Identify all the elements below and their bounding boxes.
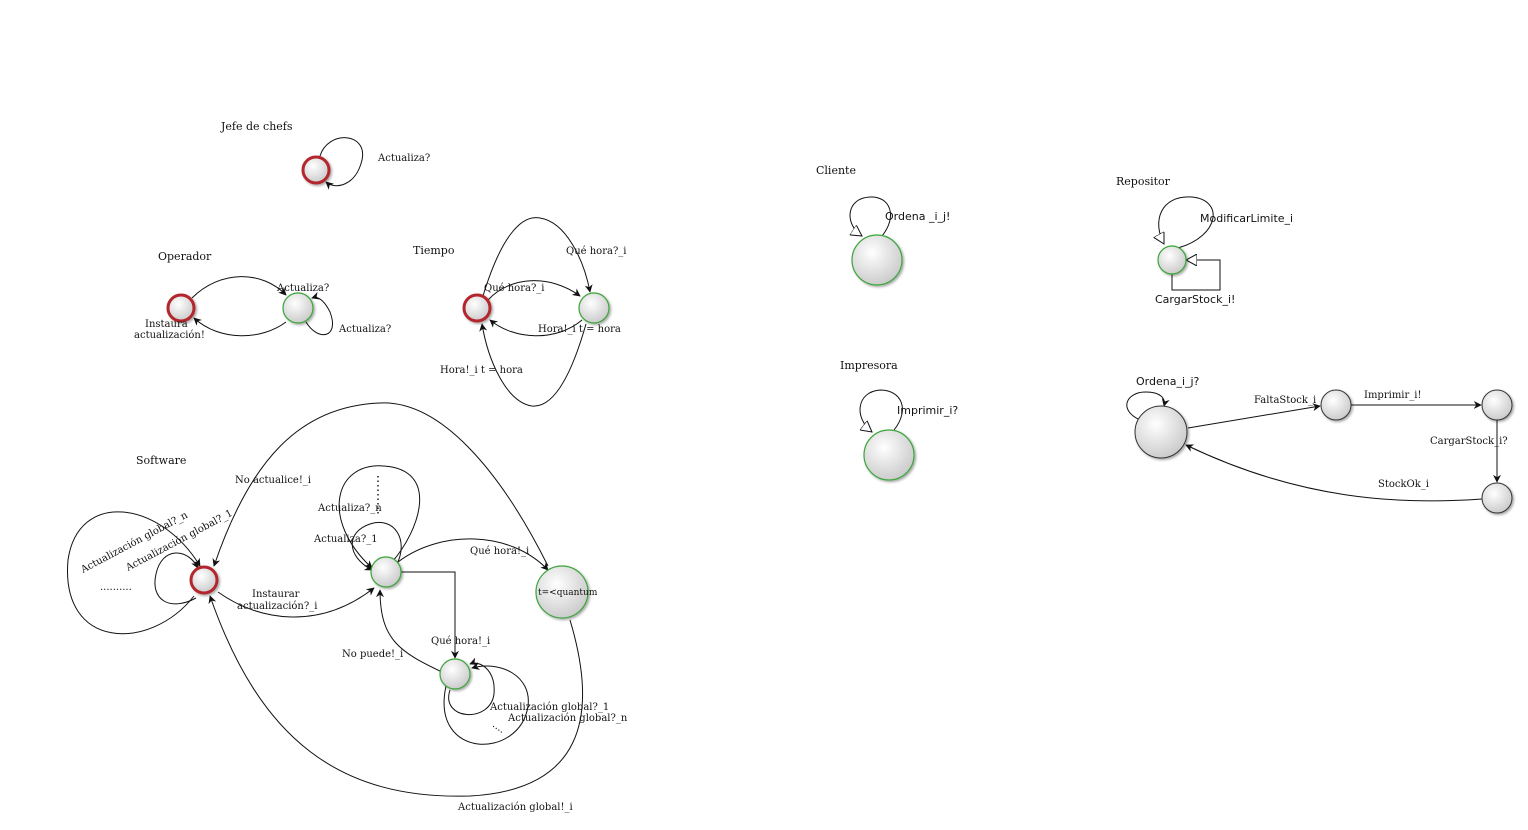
operador-back-label-2: actualización! bbox=[134, 330, 205, 341]
operador-loop-label: Actualiza? bbox=[338, 324, 391, 335]
tiempo-inner-top-label: Qué hora?_i bbox=[484, 283, 545, 294]
orden-stock-state bbox=[1481, 482, 1513, 514]
tiempo-top-label: Qué hora?_i bbox=[566, 246, 627, 257]
cliente-state bbox=[851, 234, 903, 286]
software-quantum-label: t=<quantum bbox=[538, 588, 598, 598]
orden-cargar-label: CargarStock_i? bbox=[1430, 436, 1508, 447]
software-global-1-loop bbox=[154, 552, 199, 605]
impresora-state bbox=[863, 429, 915, 481]
jefe-loop-label: Actualiza? bbox=[377, 153, 430, 164]
orden-stockok-edge bbox=[1185, 444, 1483, 502]
tiempo-outer-top-edge bbox=[482, 217, 593, 297]
software-global-n-loop bbox=[67, 511, 201, 635]
repositor-state bbox=[1157, 245, 1187, 275]
operador-active-state bbox=[282, 292, 314, 324]
cliente-loop-label: Ordena _i_j! bbox=[885, 210, 950, 223]
software-no-actualice-edge bbox=[212, 402, 549, 567]
software-initial-state bbox=[189, 565, 219, 595]
software-global-nb-loop bbox=[443, 662, 529, 745]
jefe-title: Jefe de chefs bbox=[220, 120, 293, 133]
software-act-n-label: Actualiza?_n bbox=[317, 503, 382, 514]
tiempo-active-state bbox=[578, 292, 610, 324]
software-que-hora-b-label: Qué hora!_i bbox=[431, 636, 490, 647]
repositor-loop-edge bbox=[1159, 196, 1214, 249]
software-title: Software bbox=[136, 454, 186, 467]
tiempo-inner-top-edge bbox=[487, 280, 581, 301]
orden-loop-edge bbox=[1126, 391, 1170, 421]
tiempo-inner-back-label: Hora!_i t = hora bbox=[538, 324, 621, 335]
software-glob-send-label: Actualización global!_i bbox=[457, 802, 573, 813]
tiempo-outer-back-label: Hora!_i t = hora bbox=[440, 365, 523, 376]
software-no-puede-edge bbox=[376, 589, 443, 673]
orden-falta-edge bbox=[1187, 403, 1321, 429]
tiempo-inner-back-edge bbox=[489, 319, 583, 337]
repositor-self-label: CargarStock_i! bbox=[1155, 293, 1235, 306]
orden-stockok-label: StockOk_i bbox=[1378, 479, 1429, 490]
operador-back-label-1: Instaura bbox=[145, 319, 188, 330]
operador-to-green-edge bbox=[191, 276, 287, 299]
orden-main-state bbox=[1134, 405, 1188, 459]
software-glob-1b-label: Actualización global?_1 bbox=[489, 702, 609, 713]
orden-loop-label: Ordena_i_j? bbox=[1136, 375, 1200, 388]
software-global-1b-loop bbox=[448, 657, 495, 716]
software-act-n-loop bbox=[338, 465, 421, 569]
operador-to-green-label: Actualiza? bbox=[276, 283, 329, 294]
impresora-loop-label: Imprimir_i? bbox=[897, 404, 958, 417]
tiempo-outer-back-edge bbox=[479, 323, 587, 407]
software-dots-b: .... bbox=[490, 719, 507, 735]
operador-title: Operador bbox=[158, 250, 212, 263]
software-instaurar-label-1: Instaurar bbox=[252, 589, 300, 600]
repositor-diagram: Repositor ModificarLimite_i CargarStock_… bbox=[1116, 175, 1293, 306]
tiempo-initial-state bbox=[462, 293, 492, 323]
software-bottom-state bbox=[439, 658, 471, 690]
operador-loop-edge bbox=[305, 291, 333, 336]
operador-diagram: Operador Actualiza? Actualiza? Instaura … bbox=[134, 250, 391, 341]
software-no-puede-label: No puede!_i bbox=[342, 649, 403, 660]
jefe-initial-state bbox=[301, 155, 331, 185]
software-quantum-state bbox=[535, 565, 589, 619]
orden-falta-state bbox=[1320, 389, 1352, 421]
impresora-loop-edge bbox=[859, 389, 903, 432]
software-to-bottom-edge bbox=[400, 571, 459, 659]
orden-diagram: Ordena_i_j? FaltaStock_i Imprimir_i! Car… bbox=[1126, 375, 1513, 514]
tiempo-title: Tiempo bbox=[413, 244, 455, 257]
software-act-1-loop bbox=[351, 522, 402, 571]
software-instaurar-edge bbox=[217, 587, 375, 618]
jefe-loop-edge bbox=[319, 137, 363, 190]
software-global-send-edge bbox=[208, 595, 583, 797]
jefe-de-chefs-diagram: Jefe de chefs Actualiza? bbox=[220, 120, 430, 190]
operador-back-edge bbox=[193, 317, 287, 337]
software-que-hora-send-edge bbox=[397, 538, 549, 571]
software-no-actualice-label: No actualice!_i bbox=[235, 475, 311, 486]
software-middle-state bbox=[370, 556, 402, 588]
orden-falta-label: FaltaStock_i bbox=[1254, 395, 1316, 406]
orden-imprimir-label: Imprimir_i! bbox=[1364, 390, 1422, 401]
repositor-title: Repositor bbox=[1116, 175, 1171, 188]
cliente-loop-edge bbox=[850, 196, 891, 236]
cliente-title: Cliente bbox=[816, 164, 856, 177]
orden-print-state bbox=[1481, 389, 1513, 421]
software-act-1-label: Actualiza?_1 bbox=[313, 534, 378, 545]
repositor-loop-label: ModificarLimite_i bbox=[1200, 212, 1293, 225]
tiempo-diagram: Tiempo Qué hora?_i Qué hora?_i Hora!_i t… bbox=[413, 217, 627, 407]
operador-initial-state bbox=[166, 293, 196, 323]
software-glob-nb-label: Actualización global?_n bbox=[507, 713, 628, 724]
impresora-diagram: Impresora Imprimir_i? bbox=[840, 359, 958, 481]
software-dots-left: .......... bbox=[100, 582, 132, 593]
cliente-diagram: Cliente Ordena _i_j! bbox=[816, 164, 950, 286]
software-instaurar-label-2: actualización?_i bbox=[237, 601, 317, 612]
software-que-hora-send-label: Qué hora!_i bbox=[470, 546, 529, 557]
software-diagram: Software No actualice!_i Actualiza?_n Ac… bbox=[67, 402, 628, 813]
impresora-title: Impresora bbox=[840, 359, 898, 372]
repositor-self-edge bbox=[1171, 260, 1221, 291]
